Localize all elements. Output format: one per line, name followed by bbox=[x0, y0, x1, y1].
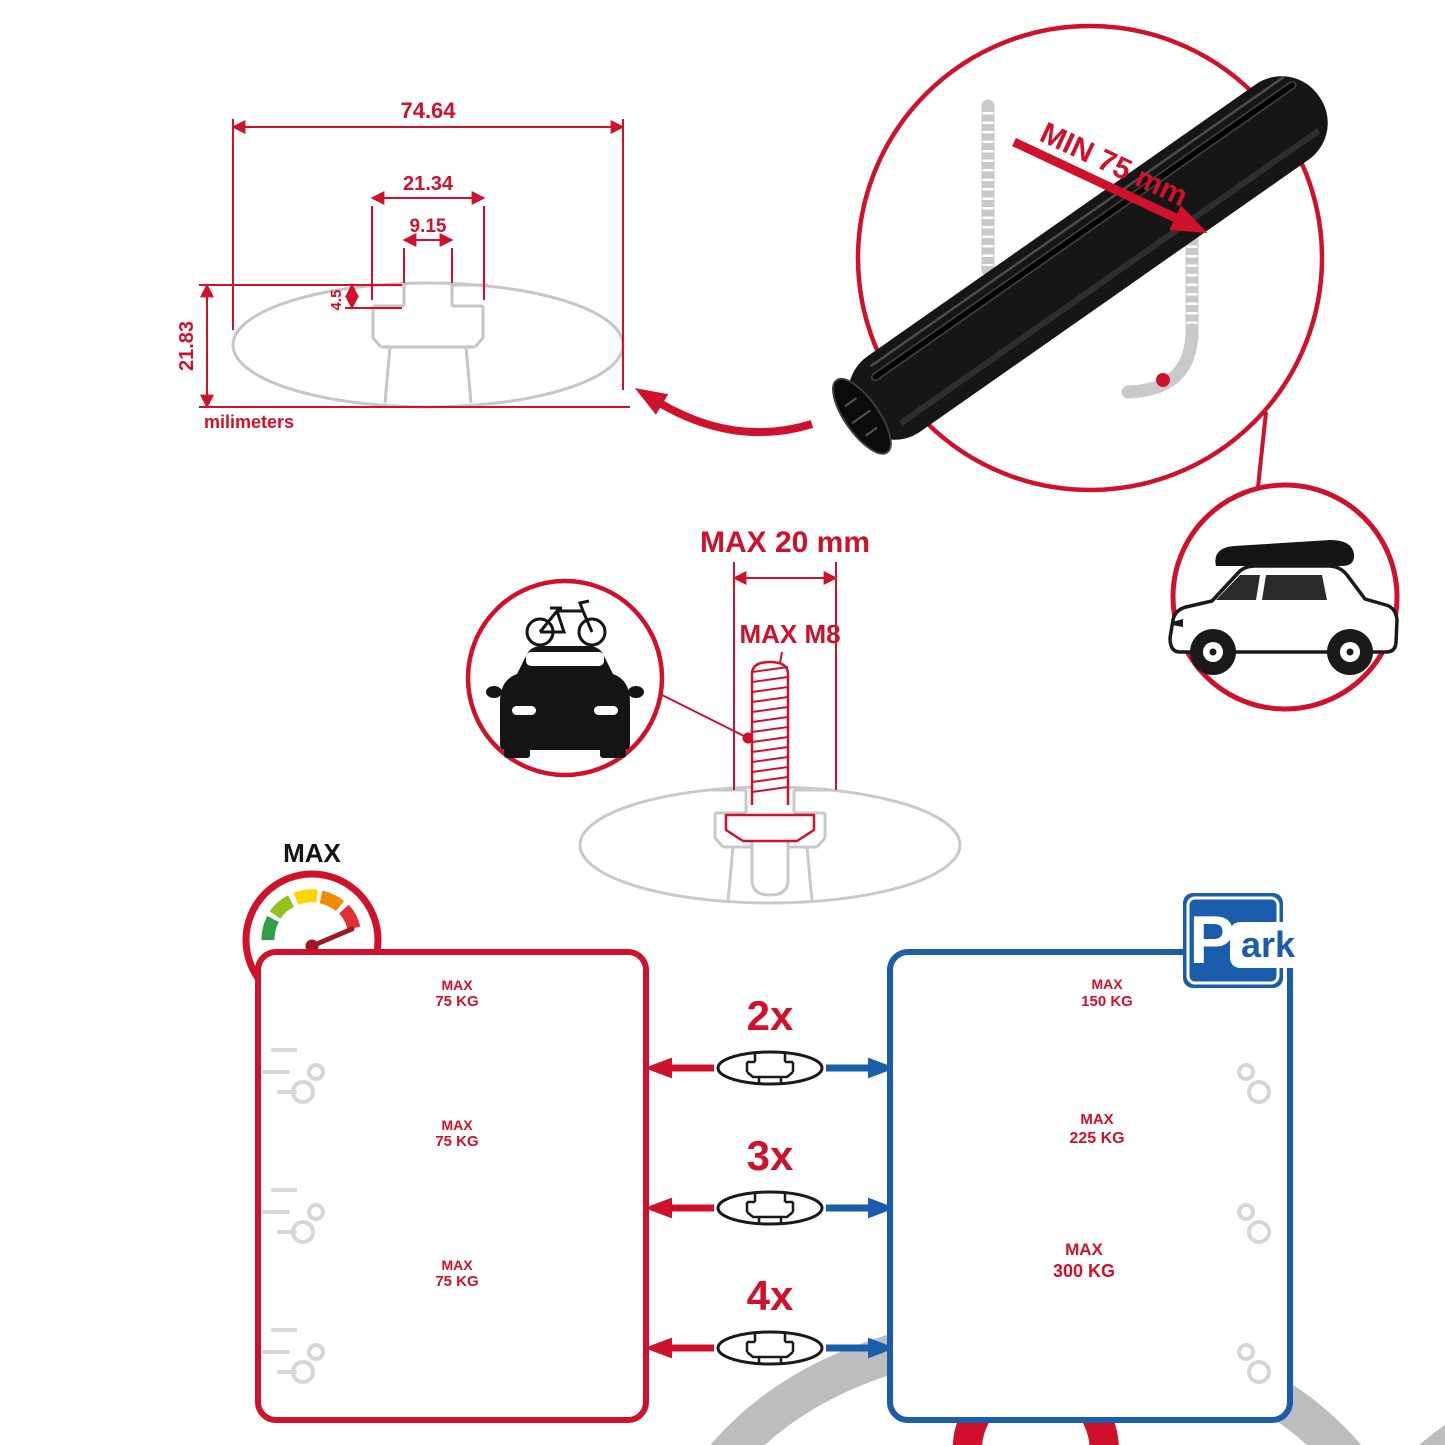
pointer-arrow-to-profile bbox=[634, 388, 814, 437]
cargo-max-label: MAX bbox=[1091, 976, 1123, 992]
dim-slot-depth: 4.5 bbox=[328, 290, 345, 311]
crossbar-3d-view: MIN 75 mm bbox=[832, 23, 1328, 493]
bike-car-badge bbox=[465, 578, 665, 778]
bolt-max-length-label: MAX 20 mm bbox=[700, 526, 870, 559]
roofbox-suv-badge bbox=[1168, 482, 1400, 712]
car-front-illustration bbox=[486, 646, 644, 758]
bike-illustration bbox=[525, 599, 607, 647]
left-capacity-panel: MAX 75 KG MAX 75 KG MAX 75 KG bbox=[255, 949, 1445, 1445]
suv-with-roofbox-illustration bbox=[1168, 540, 1399, 675]
u-clamp-rod bbox=[981, 99, 1199, 399]
red-panel-border bbox=[255, 949, 649, 1423]
min-width-arrow bbox=[1012, 137, 1208, 234]
gauge-max-label: MAX bbox=[283, 838, 341, 868]
gauge-needle bbox=[309, 926, 355, 949]
technical-drawing: 74.64 21.34 9.15 4.5 21.83 milimeters bbox=[176, 98, 814, 437]
cargo-load-label: 75 KG bbox=[435, 1273, 478, 1290]
dim-total-height: 21.83 bbox=[176, 321, 198, 371]
units-label: milimeters bbox=[204, 412, 294, 432]
bolt-shaft bbox=[750, 660, 790, 805]
crossbar-bar bbox=[832, 76, 1328, 455]
blue-panel-border bbox=[887, 949, 1293, 1423]
t-nut bbox=[724, 813, 816, 843]
park-sign: P ark bbox=[1183, 893, 1306, 988]
right-capacity-panel: MAX 150 KG MAX 225 KG MAX 300 KG bbox=[887, 949, 1445, 1445]
dim-slot-outer: 21.34 bbox=[403, 173, 454, 195]
multiplier-2x: 2x bbox=[747, 992, 794, 1039]
cargo-load-label: 225 KG bbox=[1069, 1130, 1124, 1147]
multiplier-3x: 3x bbox=[747, 1132, 794, 1179]
center-multiplier-column: 2x 3x 4x bbox=[644, 992, 896, 1366]
bolt-dimension-lines bbox=[659, 562, 838, 790]
bolt-spec-diagram: MAX 20 mm MAX M8 bbox=[578, 526, 962, 905]
crossbar-profile-icon bbox=[716, 1190, 824, 1226]
connector-to-suv-badge bbox=[1256, 411, 1268, 488]
cargo-max-label: MAX bbox=[441, 977, 473, 993]
cargo-load-label: 150 KG bbox=[1081, 993, 1133, 1010]
bolt-threads bbox=[751, 666, 789, 793]
cargo-load-label: 75 KG bbox=[435, 1133, 478, 1150]
zoom-circle bbox=[855, 23, 1325, 493]
cargo-max-label: MAX bbox=[441, 1117, 473, 1133]
clamp-stem bbox=[750, 841, 790, 897]
park-sign-suffix: ark bbox=[1241, 924, 1296, 965]
multiplier-4x: 4x bbox=[747, 1272, 794, 1319]
bolt-max-thread-label: MAX M8 bbox=[739, 619, 840, 649]
park-sign-suffix-pill bbox=[1230, 922, 1306, 968]
dim-slot-inner: 9.15 bbox=[410, 216, 447, 237]
cargo-max-label: MAX bbox=[441, 1257, 473, 1273]
dim-total-width: 74.64 bbox=[400, 98, 456, 123]
cargo-load-label: 300 KG bbox=[1053, 1261, 1115, 1281]
profile-ellipse bbox=[231, 281, 625, 409]
motion-marks bbox=[262, 1048, 325, 1384]
crossbar-profile-icon bbox=[716, 1330, 824, 1366]
dimension-lines bbox=[199, 119, 630, 409]
motion-marks bbox=[1237, 1063, 1271, 1384]
cargo-max-label: MAX bbox=[1065, 1240, 1103, 1259]
park-sign-letter: P bbox=[1189, 902, 1234, 978]
crossbar-profile-icon bbox=[716, 1050, 824, 1086]
clamp-point-dot bbox=[1156, 373, 1170, 387]
profile-t-slot bbox=[368, 283, 488, 404]
cargo-max-label: MAX bbox=[1080, 1111, 1113, 1128]
cargo-load-label: 75 KG bbox=[435, 993, 478, 1010]
